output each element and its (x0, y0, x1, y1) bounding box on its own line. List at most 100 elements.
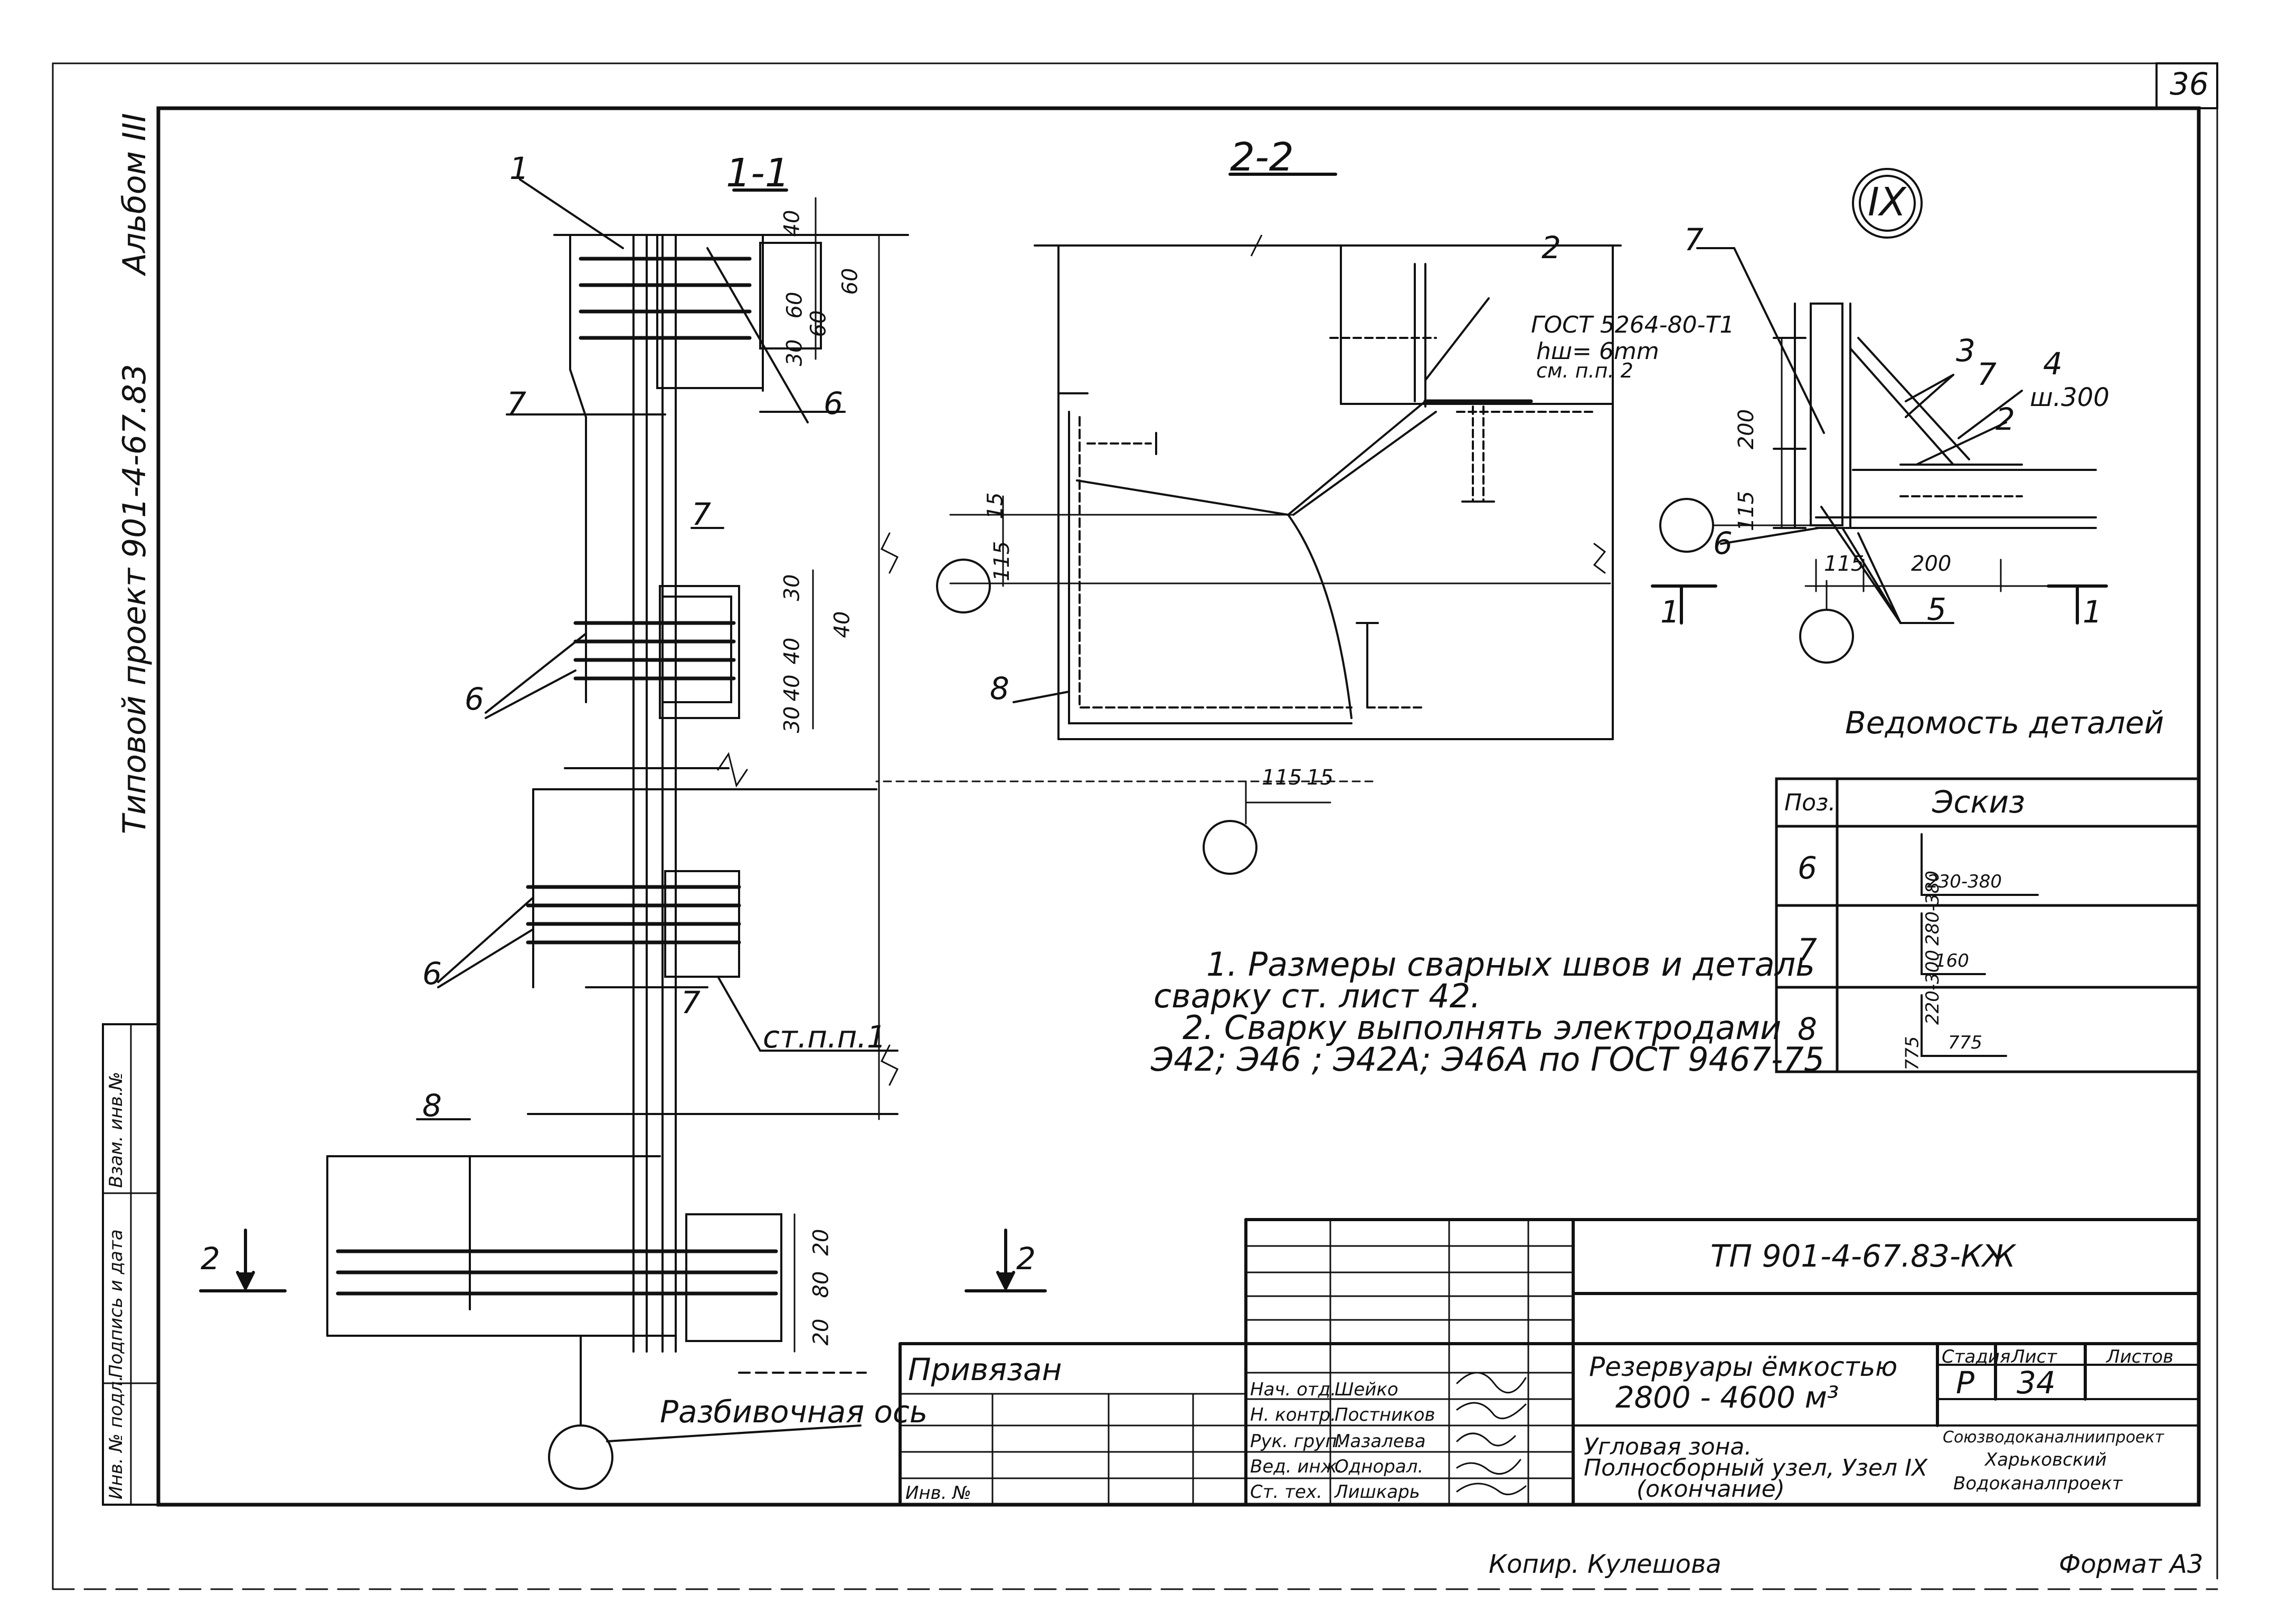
dim: 80 (809, 1271, 834, 1298)
callout-5: 5 (1927, 591, 1946, 627)
note-2: 2. Сварку выполнять электродами (1183, 1008, 1782, 1047)
weld-hw: hш= 6mm (1536, 338, 1659, 365)
org-line-3: Водоканалпроект (1953, 1473, 2123, 1494)
doc-code: ТП 901-4-67.83-КЖ (1710, 1238, 2016, 1274)
section-label-2-2: 2-2 (1230, 135, 1294, 180)
object-title-2: 2800 - 4600 м³ (1615, 1381, 1839, 1415)
copied-by: Копир. Кулешова (1489, 1550, 1722, 1579)
dim: 60 (838, 268, 863, 295)
dim: 30 (782, 339, 807, 366)
cut-arrow-2: 2 (1016, 1241, 1036, 1277)
details-table-title: Ведомость деталей (1845, 705, 2164, 741)
role: Рук. груп. (1250, 1431, 1343, 1452)
dim: 15 (983, 492, 1008, 520)
callout-7: 7 (1977, 356, 1997, 392)
side-label-project: Типовой проект 901-4-67.83 (116, 364, 153, 834)
dim: 30 (780, 574, 805, 601)
callout-8: 8 (990, 671, 1009, 706)
details-col-pos: Поз. (1784, 789, 1836, 816)
name: Лишкарь (1335, 1481, 1420, 1503)
section-label-1-1: 1-1 (726, 150, 790, 196)
callout-7: 7 (692, 496, 711, 532)
role: Ст. тех. (1250, 1481, 1322, 1503)
callout-4-spacing: ш.300 (2030, 383, 2110, 412)
object-title: Резервуары ёмкостью (1589, 1352, 1898, 1382)
name: Постников (1335, 1404, 1435, 1425)
format-label: Формат А3 (2059, 1550, 2204, 1579)
dim: 115 (990, 541, 1015, 582)
sheets-header: Листов (2106, 1346, 2174, 1367)
callout-st-pp: ст.п.п.1 (763, 1019, 886, 1055)
callout-7: 7 (1684, 222, 1704, 258)
details-dim-v: 775 (1902, 1036, 1923, 1071)
callout-6: 6 (465, 681, 484, 717)
dim: 60 (782, 291, 807, 319)
sheet-title-2: Полносборный узел, Узел IX (1584, 1455, 1928, 1481)
dim: 40 (780, 210, 805, 237)
details-dim-h: 230-380 (1927, 871, 2002, 892)
org-line-2: Харьковский (1985, 1449, 2107, 1470)
role: Н. контр. (1250, 1404, 1336, 1425)
note-1: 1. Размеры сварных швов и деталь (1206, 945, 1815, 984)
callout-6: 6 (1713, 525, 1733, 561)
sheet-title-3: (окончание) (1637, 1476, 1785, 1503)
callout-6: 6 (422, 956, 442, 992)
org-line-1: Союзводоканалниипроект (1943, 1428, 2164, 1447)
dim: 115 (1734, 490, 1759, 532)
callout-8: 8 (422, 1088, 442, 1123)
side-label-vzam: Взам. инв.№ (106, 1071, 127, 1188)
cut-arrow-1: 1 (2083, 594, 2102, 630)
callout-1: 1 (509, 150, 529, 186)
callout-2: 2 (1996, 401, 2015, 437)
dim: 40 (780, 637, 805, 665)
side-label-album: Альбом III (116, 113, 153, 275)
stage-value: Р (1956, 1365, 1974, 1401)
side-label-inv-podl: Инв. № подл. (106, 1375, 127, 1499)
dim: 60 (806, 310, 831, 337)
axis-label: Разбивочная ось (660, 1394, 928, 1430)
details-col-sketch: Эскиз (1932, 784, 2025, 820)
weld-see: см. п.п. 2 (1536, 359, 1633, 382)
dim: 30 (780, 706, 805, 733)
note-2-cont: Э42; Э46 ; Э42А; Э46А по ГОСТ 9467-75 (1151, 1040, 1825, 1079)
details-row-pos: 6 (1798, 850, 1817, 886)
name: Мазалева (1335, 1431, 1426, 1452)
sheet-corner-number: 36 (2170, 66, 2209, 102)
dim: 115 (1824, 552, 1865, 576)
cut-arrow-2: 2 (201, 1241, 220, 1277)
callout-3: 3 (1956, 333, 1975, 369)
sheet-header: Лист (2011, 1346, 2057, 1367)
sheet-title: Угловая зона. (1584, 1433, 1752, 1460)
cut-arrow-1: 1 (1660, 594, 1680, 630)
privyazan-label: Привязан (908, 1352, 1062, 1387)
stage-header: Стадия (1942, 1346, 2011, 1367)
callout-2: 2 (1542, 230, 1561, 266)
side-label-podpis: Подпись и дата (106, 1229, 127, 1378)
details-row-pos: 7 (1798, 932, 1817, 968)
role: Нач. отд. (1250, 1379, 1337, 1400)
weld-gost: ГОСТ 5264-80-Т1 (1531, 311, 1735, 338)
callout-7: 7 (681, 985, 701, 1021)
dim: 200 (1734, 409, 1759, 450)
node-label-ix: IX (1868, 180, 1906, 225)
dim: 115 (1262, 766, 1302, 790)
callout-6: 6 (824, 385, 843, 421)
sheet-value: 34 (2017, 1365, 2056, 1401)
name: Шейко (1335, 1379, 1398, 1400)
details-row-pos: 8 (1798, 1011, 1817, 1047)
details-dim-h: 160 (1935, 950, 1969, 971)
details-dim-h: 775 (1948, 1032, 1982, 1053)
dim: 200 (1911, 552, 1952, 576)
callout-7: 7 (507, 385, 526, 421)
role: Вед. инж. (1250, 1456, 1343, 1477)
name: Однорал. (1335, 1456, 1424, 1477)
dim: 40 (780, 674, 805, 702)
dim: 20 (809, 1229, 834, 1256)
callout-4: 4 (2043, 346, 2063, 382)
dim: 15 (1307, 766, 1334, 790)
note-1-cont: сварку ст. лист 42. (1153, 977, 1481, 1015)
inv-label: Инв. № (905, 1483, 971, 1504)
dim: 20 (809, 1318, 834, 1346)
dim: 40 (830, 611, 855, 638)
